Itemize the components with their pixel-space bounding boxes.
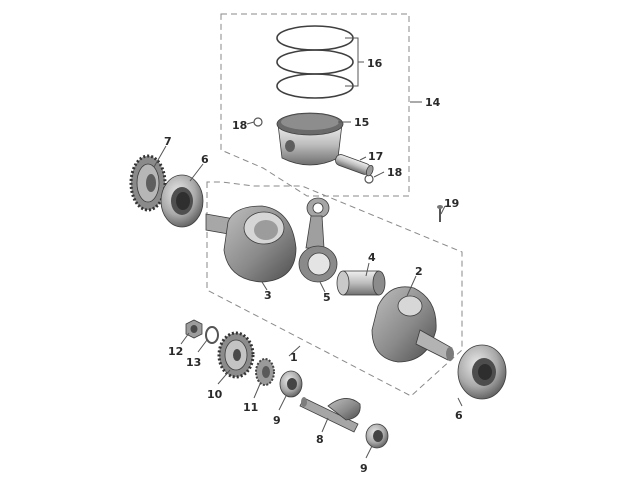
circlip-left xyxy=(253,117,263,127)
crankshaft-left-half xyxy=(205,205,297,283)
drive-gear xyxy=(129,154,167,212)
connecting-rod xyxy=(298,197,338,283)
callout-15: 15 xyxy=(354,116,369,129)
callout-4: 4 xyxy=(368,251,376,264)
callout-1: 1 xyxy=(290,351,298,364)
callout-19: 19 xyxy=(444,197,459,210)
callout-11: 11 xyxy=(243,401,258,414)
balancer-drive-gear xyxy=(255,358,275,386)
callout-6-upper: 6 xyxy=(201,153,209,166)
callout-10: 10 xyxy=(207,388,223,401)
callout-8: 8 xyxy=(316,433,324,446)
callout-13: 13 xyxy=(186,356,201,369)
callout-9-upper: 9 xyxy=(273,414,281,427)
piston-group-boundary xyxy=(220,13,410,197)
crank-pin xyxy=(336,270,386,296)
piston-ring-top xyxy=(276,25,354,51)
piston-pin xyxy=(335,154,374,177)
small-bearing-lower xyxy=(365,423,389,449)
callout-3: 3 xyxy=(264,289,272,302)
piston-ring-bottom xyxy=(276,73,354,99)
callout-5: 5 xyxy=(323,291,331,304)
callout-6-lower: 6 xyxy=(455,409,463,422)
callout-7: 7 xyxy=(164,135,172,148)
bolt xyxy=(437,205,443,222)
crankshaft-right-half xyxy=(371,286,454,363)
callout-18-right: 18 xyxy=(387,166,402,179)
piston-rings xyxy=(276,25,354,99)
callout-12: 12 xyxy=(168,345,183,358)
leader-lines xyxy=(153,37,463,459)
callout-17: 17 xyxy=(368,150,383,163)
piston-ring-middle xyxy=(276,49,354,75)
bearing-lower xyxy=(457,344,507,400)
small-bearing-upper xyxy=(279,370,303,398)
piston xyxy=(276,112,344,166)
balancer-shaft xyxy=(299,397,361,433)
callout-18-left: 18 xyxy=(232,119,247,132)
callout-14: 14 xyxy=(425,96,441,109)
crankshaft-group-boundary xyxy=(206,181,463,397)
callout-2: 2 xyxy=(415,265,423,278)
primary-gear xyxy=(217,331,255,379)
callout-labels: 1 2 3 4 5 6 6 7 8 9 9 10 11 12 13 14 15 … xyxy=(164,57,463,475)
callout-16: 16 xyxy=(367,57,383,70)
nut xyxy=(185,319,203,339)
lock-washer xyxy=(205,326,219,344)
bearing-upper xyxy=(160,174,204,228)
callout-9-lower: 9 xyxy=(360,462,368,475)
